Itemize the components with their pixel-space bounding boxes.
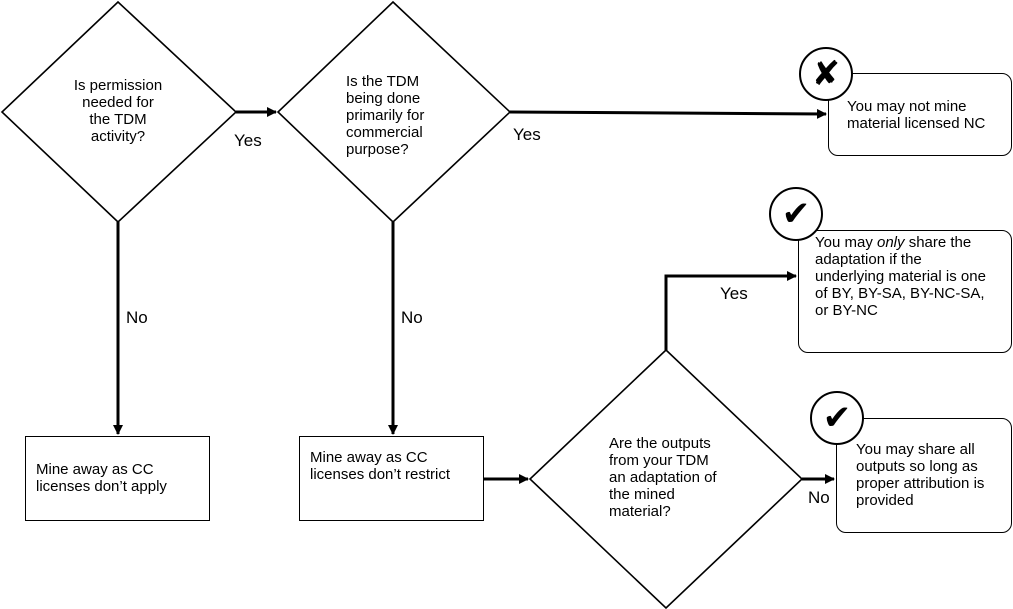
edge-q3-yes	[664, 271, 797, 350]
cross-mark-icon: ✘	[799, 47, 853, 101]
result-share-all: You may share all outputs so long as pro…	[836, 418, 1012, 533]
box-cc-dont-apply-text: Mine away as CC licenses don’t apply	[36, 461, 167, 495]
edge-q2-yes	[509, 108, 827, 119]
box-cc-dont-restrict-text: Mine away as CC licenses don’t restrict	[310, 449, 451, 483]
box-cc-dont-restrict: Mine away as CC licenses don’t restrict	[299, 436, 484, 521]
result-only-share: You may only share the adaptation if the…	[798, 230, 1012, 353]
edge-label-q3-yes: Yes	[720, 284, 748, 303]
edge-label-q1-no: No	[126, 308, 148, 327]
edge-label-q3-no: No	[808, 488, 830, 507]
result-share-all-text: You may share all outputs so long as pro…	[856, 441, 985, 509]
edge-label-q2-yes: Yes	[513, 125, 541, 144]
edge-label-q2-no: No	[401, 308, 423, 327]
result-no-nc: You may not mine material licensed NC	[828, 73, 1012, 156]
result-only-share-text: You may only share the adaptation if the…	[815, 234, 986, 319]
edge-label-q1-yes: Yes	[234, 131, 262, 150]
check-mark-icon: ✔	[769, 187, 823, 241]
check-mark-icon: ✔	[810, 391, 864, 445]
box-cc-dont-apply: Mine away as CC licenses don’t apply	[25, 436, 210, 521]
result-no-nc-text: You may not mine material licensed NC	[847, 98, 986, 132]
diamond-q3	[528, 348, 804, 609]
